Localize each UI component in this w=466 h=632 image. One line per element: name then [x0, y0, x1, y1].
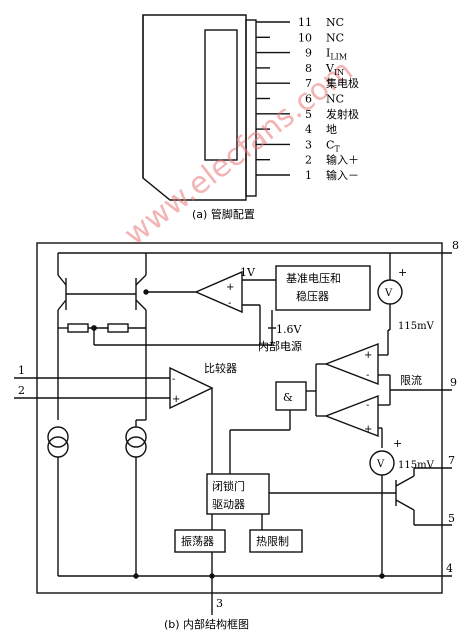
meter-top-plus: + [398, 266, 407, 279]
package-pin-number-10: 10 [298, 31, 312, 44]
package-pin-number-1: 1 [305, 169, 312, 182]
package-pin-number-3: 3 [305, 138, 312, 151]
package-pin-label-11: NC [326, 16, 344, 29]
output-transistor [395, 467, 452, 526]
pin-8-label: 8 [452, 239, 459, 252]
label-comparator: 比较器 [204, 361, 237, 375]
pin-4-label: 4 [446, 562, 453, 575]
latch-driver-box [206, 473, 270, 515]
lim2-plus: + [364, 424, 372, 435]
package-pin-label-4: 地 [326, 123, 337, 136]
package-pin-number-8: 8 [305, 62, 312, 75]
package-pin-label-1: 输入－ [326, 168, 359, 182]
current-sources [47, 419, 147, 576]
package-leads [256, 21, 290, 176]
label-1v: 1V [240, 266, 256, 279]
and-gate [275, 381, 307, 411]
package-pin-label-3: CT [326, 138, 340, 153]
thermal-limit-box [249, 529, 303, 553]
lim1-plus: + [364, 350, 372, 361]
pin-3-label: 3 [216, 597, 223, 610]
package-pin-label-5: 发射极 [326, 107, 359, 121]
current-limit-amplifiers [306, 330, 452, 448]
pin-5-label: 5 [448, 512, 455, 525]
label-current-limit: 限流 [400, 373, 422, 387]
comparator [14, 366, 214, 474]
package-pin-label-9: ILIM [326, 47, 347, 62]
chip-boundary [36, 242, 443, 594]
label-internal-power: 内部电源 [258, 339, 302, 353]
lim1-minus: - [366, 370, 369, 381]
lim2-minus: - [366, 400, 369, 411]
caption-b: (b) 内部结构框图 [164, 617, 249, 631]
latch-line2: 驱动器 [212, 498, 245, 511]
package-pin-label-7: 集电极 [326, 76, 359, 90]
package-pin-label-2: 输入＋ [326, 153, 359, 167]
pin-7-label: 7 [448, 454, 455, 467]
pin-9-label: 9 [450, 376, 457, 389]
package-pin-number-5: 5 [305, 108, 312, 121]
label-oscillator: 振荡器 [181, 534, 214, 548]
package-pin-number-11: 11 [298, 16, 312, 29]
package-pin-number-7: 7 [305, 77, 312, 90]
package-pin-label-10: NC [326, 31, 344, 44]
resistor-network [58, 323, 273, 346]
label-and: & [283, 391, 293, 404]
comp-plus: + [172, 394, 180, 405]
ref-box-line1: 基准电压和 [286, 272, 341, 285]
oscillator-box [174, 529, 226, 553]
package-pin-number-2: 2 [305, 154, 312, 167]
meter-top-symbol: V [384, 288, 393, 299]
latch-line1: 闭锁门 [212, 479, 245, 493]
ref-box-line2: 稳压器 [296, 289, 329, 303]
pin-2-label: 2 [18, 384, 25, 397]
package-pin-number-9: 9 [305, 47, 312, 60]
caption-a: (a) 管脚配置 [192, 207, 255, 221]
meter-bottom-symbol: V [376, 459, 385, 470]
package-pin-number-6: 6 [305, 93, 312, 106]
label-115mv-bottom: 115mV [398, 460, 435, 471]
error-amplifier [146, 270, 276, 345]
comp-minus: - [172, 374, 175, 385]
reference-regulator-box [275, 265, 371, 311]
meter-bottom-plus: + [393, 437, 402, 450]
erramp-plus: + [226, 282, 234, 293]
pin-1-label: 1 [18, 364, 25, 377]
label-thermal: 热限制 [256, 535, 289, 548]
erramp-minus: - [228, 298, 231, 309]
package-pin-label-6: NC [326, 93, 344, 106]
package-outline [142, 14, 257, 201]
label-16v: 1.6V [276, 323, 302, 336]
label-115mv-top: 115mV [398, 321, 435, 332]
package-pin-number-4: 4 [305, 123, 312, 136]
watermark: www.elecfans.com [118, 53, 360, 253]
